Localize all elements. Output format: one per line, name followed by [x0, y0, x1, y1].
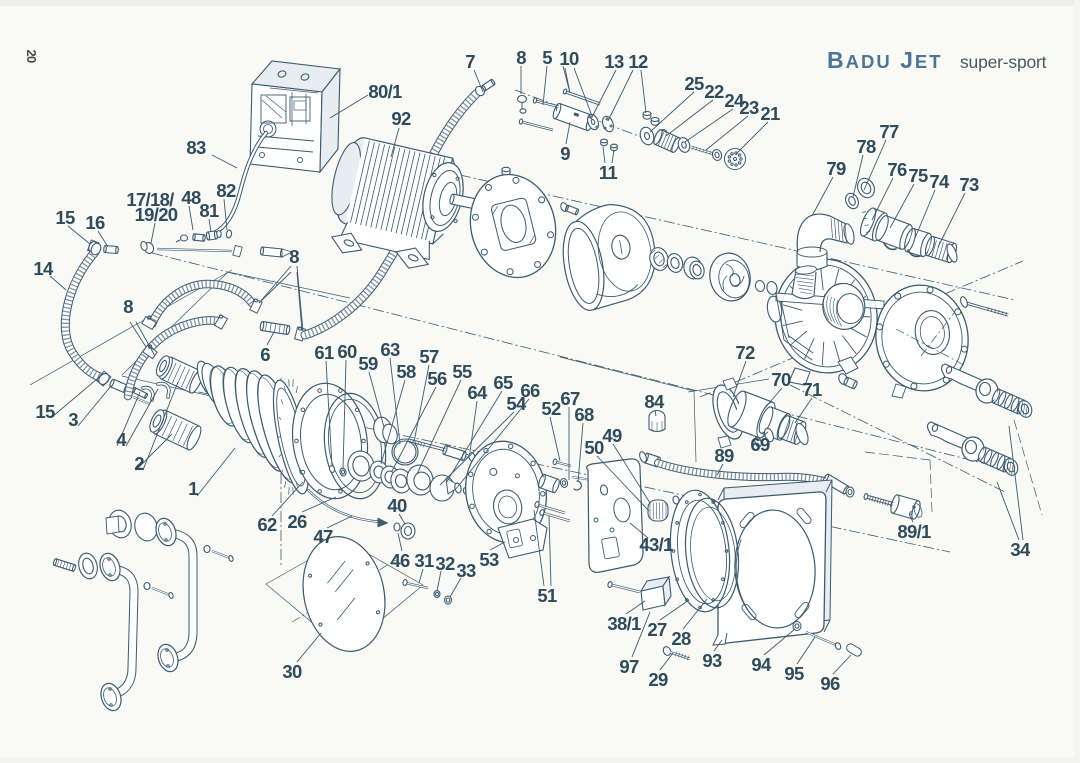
- svg-text:29: 29: [648, 669, 668, 690]
- svg-text:49: 49: [602, 425, 622, 446]
- svg-text:43/1: 43/1: [639, 534, 673, 555]
- svg-text:96: 96: [820, 673, 840, 694]
- svg-text:28: 28: [671, 628, 691, 649]
- svg-text:31: 31: [414, 550, 434, 571]
- svg-text:8: 8: [123, 296, 133, 317]
- svg-text:40: 40: [387, 495, 407, 516]
- svg-text:10: 10: [559, 48, 579, 69]
- svg-text:47: 47: [313, 526, 333, 547]
- svg-text:89: 89: [714, 445, 734, 466]
- svg-text:79: 79: [826, 158, 846, 179]
- svg-text:25: 25: [684, 73, 704, 94]
- svg-text:62: 62: [257, 514, 277, 535]
- svg-text:80/1: 80/1: [368, 81, 402, 102]
- svg-text:83: 83: [186, 137, 206, 158]
- svg-text:71: 71: [802, 379, 822, 400]
- svg-text:95: 95: [784, 663, 804, 684]
- svg-text:64: 64: [467, 382, 488, 403]
- svg-text:9: 9: [560, 143, 570, 164]
- svg-text:77: 77: [879, 121, 899, 142]
- svg-text:94: 94: [751, 654, 772, 675]
- svg-text:59: 59: [358, 353, 378, 374]
- svg-text:38/1: 38/1: [607, 613, 641, 634]
- svg-text:33: 33: [456, 560, 476, 581]
- svg-text:24: 24: [724, 90, 745, 111]
- svg-text:72: 72: [735, 342, 755, 363]
- svg-text:84: 84: [644, 391, 665, 412]
- svg-text:51: 51: [537, 585, 557, 606]
- svg-text:1: 1: [188, 478, 198, 499]
- svg-text:68: 68: [574, 404, 594, 425]
- svg-text:70: 70: [771, 369, 791, 390]
- svg-text:97: 97: [619, 656, 639, 677]
- svg-text:8: 8: [516, 47, 526, 68]
- svg-text:50: 50: [584, 437, 604, 458]
- svg-text:30: 30: [282, 661, 302, 682]
- svg-text:2: 2: [134, 453, 144, 474]
- svg-text:6: 6: [260, 344, 270, 365]
- svg-text:26: 26: [287, 511, 307, 532]
- svg-text:13: 13: [604, 51, 624, 72]
- svg-text:32: 32: [435, 553, 455, 574]
- svg-text:60: 60: [337, 341, 357, 362]
- svg-text:92: 92: [391, 108, 411, 129]
- svg-text:74: 74: [929, 171, 950, 192]
- svg-text:22: 22: [704, 81, 724, 102]
- svg-text:19/20: 19/20: [135, 204, 178, 225]
- svg-text:20: 20: [24, 49, 39, 63]
- svg-text:81: 81: [199, 200, 219, 221]
- svg-text:BADU JET: BADU JET: [827, 47, 943, 73]
- svg-text:67: 67: [560, 388, 580, 409]
- svg-text:76: 76: [887, 159, 907, 180]
- svg-text:super-sport: super-sport: [960, 52, 1047, 72]
- svg-text:46: 46: [390, 550, 410, 571]
- svg-text:54: 54: [506, 393, 527, 414]
- svg-text:55: 55: [452, 361, 472, 382]
- svg-text:89/1: 89/1: [897, 521, 931, 542]
- svg-text:15: 15: [55, 207, 75, 228]
- svg-text:5: 5: [542, 47, 552, 68]
- svg-text:8: 8: [289, 246, 299, 267]
- svg-text:63: 63: [380, 339, 400, 360]
- svg-text:58: 58: [396, 361, 416, 382]
- svg-text:11: 11: [599, 162, 618, 183]
- svg-text:52: 52: [541, 398, 561, 419]
- svg-text:78: 78: [856, 136, 876, 157]
- svg-text:14: 14: [33, 258, 54, 279]
- svg-text:75: 75: [908, 165, 928, 186]
- svg-text:15: 15: [35, 401, 55, 422]
- svg-text:53: 53: [479, 549, 499, 570]
- svg-text:48: 48: [181, 187, 201, 208]
- svg-text:23: 23: [739, 97, 759, 118]
- svg-text:73: 73: [959, 174, 979, 195]
- svg-text:21: 21: [760, 103, 780, 124]
- svg-text:65: 65: [493, 372, 513, 393]
- svg-text:27: 27: [647, 619, 667, 640]
- svg-text:4: 4: [116, 429, 127, 450]
- svg-text:3: 3: [68, 409, 78, 430]
- svg-text:7: 7: [465, 51, 475, 72]
- svg-text:56: 56: [427, 368, 447, 389]
- svg-text:93: 93: [702, 650, 722, 671]
- svg-text:16: 16: [85, 212, 105, 233]
- svg-text:12: 12: [628, 51, 648, 72]
- svg-text:17/18/: 17/18/: [126, 189, 174, 210]
- svg-text:69: 69: [750, 434, 770, 455]
- svg-text:34: 34: [1010, 539, 1031, 560]
- svg-text:66: 66: [520, 380, 540, 401]
- svg-text:82: 82: [216, 180, 236, 201]
- svg-text:57: 57: [419, 346, 439, 367]
- svg-text:61: 61: [314, 342, 334, 363]
